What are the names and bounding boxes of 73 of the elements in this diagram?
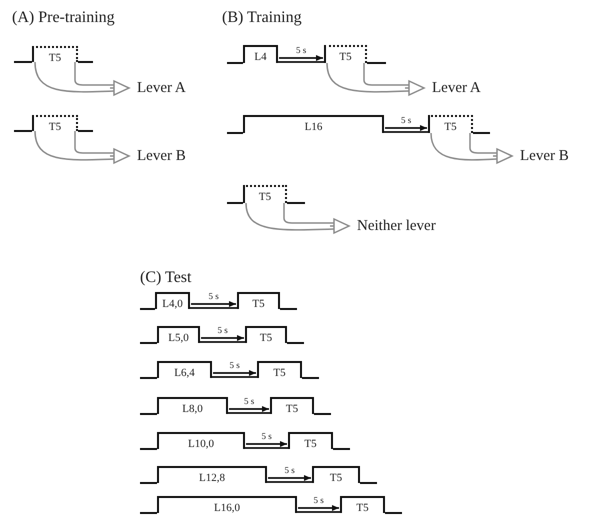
signal-pulse	[157, 326, 200, 343]
pulse-label: L4,0	[162, 298, 183, 310]
response-arrow	[430, 132, 513, 164]
edge-label: 5 s	[312, 495, 325, 505]
signal-pulse	[340, 496, 385, 513]
edge-label: 5 s	[208, 291, 220, 301]
signal-pulse	[237, 292, 280, 309]
panel-heading: (C) Test	[140, 268, 192, 287]
pulse-label: T5	[444, 121, 457, 133]
edge-label: 5 s	[228, 360, 241, 370]
signal-pulse	[157, 397, 228, 414]
pulse-label: L5,0	[168, 332, 189, 344]
pulse-label: L10,0	[188, 438, 214, 450]
panel-heading: (A) Pre-training	[12, 8, 115, 27]
delay-arrow	[383, 125, 429, 133]
response-label: Neither lever	[357, 217, 436, 235]
response-label: Lever B	[520, 147, 569, 165]
signal-pulse	[243, 115, 384, 133]
signal-pulse	[243, 185, 287, 203]
signal-pulse	[270, 397, 314, 414]
signal-pulse	[32, 115, 78, 131]
pulse-label: T5	[339, 51, 352, 63]
signal-pulse	[157, 496, 297, 513]
signal-pulse	[288, 432, 333, 449]
signal-pulse	[257, 361, 302, 378]
pulse-label: T5	[273, 367, 286, 379]
pulse-label: T5	[304, 438, 317, 450]
pulse-label: T5	[330, 472, 342, 484]
signal-pulse	[324, 45, 367, 63]
edge-label: 5 s	[243, 396, 256, 406]
signal-pulse	[312, 466, 360, 483]
delay-arrow	[189, 301, 238, 309]
pulse-label: T5	[260, 332, 272, 344]
delay-arrow	[266, 475, 313, 483]
pulse-label: L4	[254, 51, 267, 63]
delay-arrow	[199, 335, 246, 343]
response-arrow	[245, 202, 350, 234]
delay-arrow	[296, 505, 341, 513]
response-arrow	[34, 61, 130, 96]
pulse-label: T5	[258, 191, 272, 203]
pulse-label: T5	[356, 502, 369, 514]
signal-pulse	[428, 115, 473, 133]
signal-pulse	[245, 326, 287, 343]
edge-label: 5 s	[284, 465, 296, 475]
edge-label: 5 s	[400, 115, 412, 125]
panel-heading: (B) Training	[222, 8, 302, 27]
signal-pulse	[32, 46, 78, 62]
pulse-label: T5	[286, 403, 298, 415]
pulse-label: T5	[48, 121, 62, 133]
pulse-label: L8,0	[182, 403, 203, 415]
signal-pulse	[157, 432, 245, 449]
response-label: Lever B	[137, 147, 186, 165]
pulse-label: L6,4	[174, 367, 195, 379]
pulse-label: L12,8	[199, 472, 225, 484]
edge-label: 5 s	[295, 45, 308, 55]
delay-arrow	[244, 441, 289, 449]
signal-pulse	[155, 292, 190, 309]
delay-arrow	[211, 370, 258, 378]
pulse-label: T5	[252, 298, 265, 310]
signal-pulse	[157, 361, 212, 378]
signal-pulse	[157, 466, 267, 483]
signal-pulse	[243, 45, 278, 63]
delay-arrow	[227, 406, 271, 414]
response-label: Lever A	[432, 79, 481, 97]
edge-label: 5 s	[260, 431, 273, 441]
response-arrow	[326, 62, 425, 96]
pulse-label: T5	[48, 52, 62, 64]
pulse-label: L16	[304, 121, 322, 133]
response-arrow	[34, 130, 130, 164]
edge-label: 5 s	[216, 325, 229, 335]
delay-arrow	[277, 55, 325, 63]
response-label: Lever A	[137, 79, 186, 97]
pulse-label: L16,0	[214, 502, 240, 514]
